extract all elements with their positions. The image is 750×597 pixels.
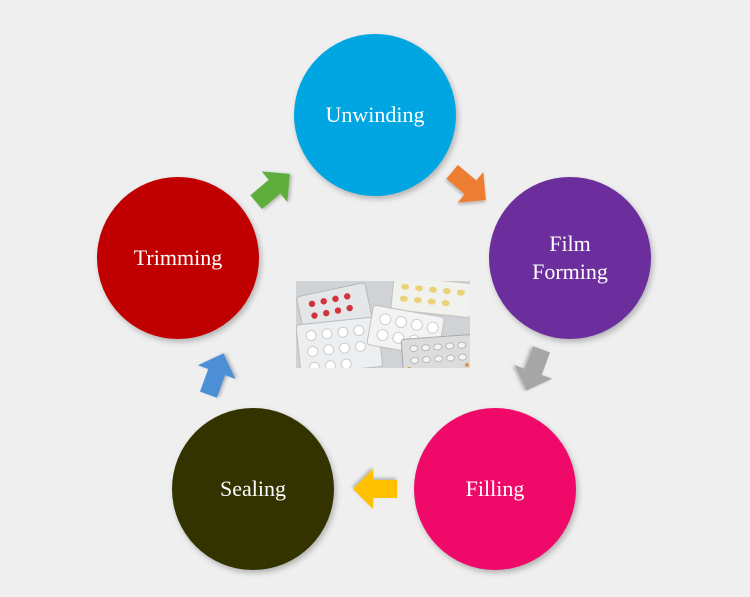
- step-unwinding: Unwinding: [294, 34, 456, 196]
- step-sealing-label: Sealing: [220, 476, 286, 501]
- step-film-forming-line2: Forming: [532, 259, 608, 284]
- arrow-trimming-to-unwinding: [243, 158, 303, 218]
- step-trimming: Trimming: [97, 177, 259, 339]
- arrow-film-forming-to-filling: [507, 342, 561, 398]
- step-filling: Filling: [414, 408, 576, 570]
- arrow-unwinding-to-film-forming: [439, 156, 499, 216]
- step-film-forming-line1: Film: [549, 231, 591, 256]
- step-film-forming: Film Forming: [489, 177, 651, 339]
- arrow-filling-to-sealing: [353, 469, 397, 509]
- step-film-forming-label: Film Forming: [505, 230, 635, 286]
- step-trimming-label: Trimming: [133, 245, 223, 270]
- step-sealing: Sealing: [172, 408, 334, 570]
- arrow-sealing-to-trimming: [189, 346, 243, 402]
- step-filling-label: Filling: [465, 476, 525, 501]
- pill-blister-photo: [296, 281, 470, 368]
- step-unwinding-label: Unwinding: [325, 102, 425, 127]
